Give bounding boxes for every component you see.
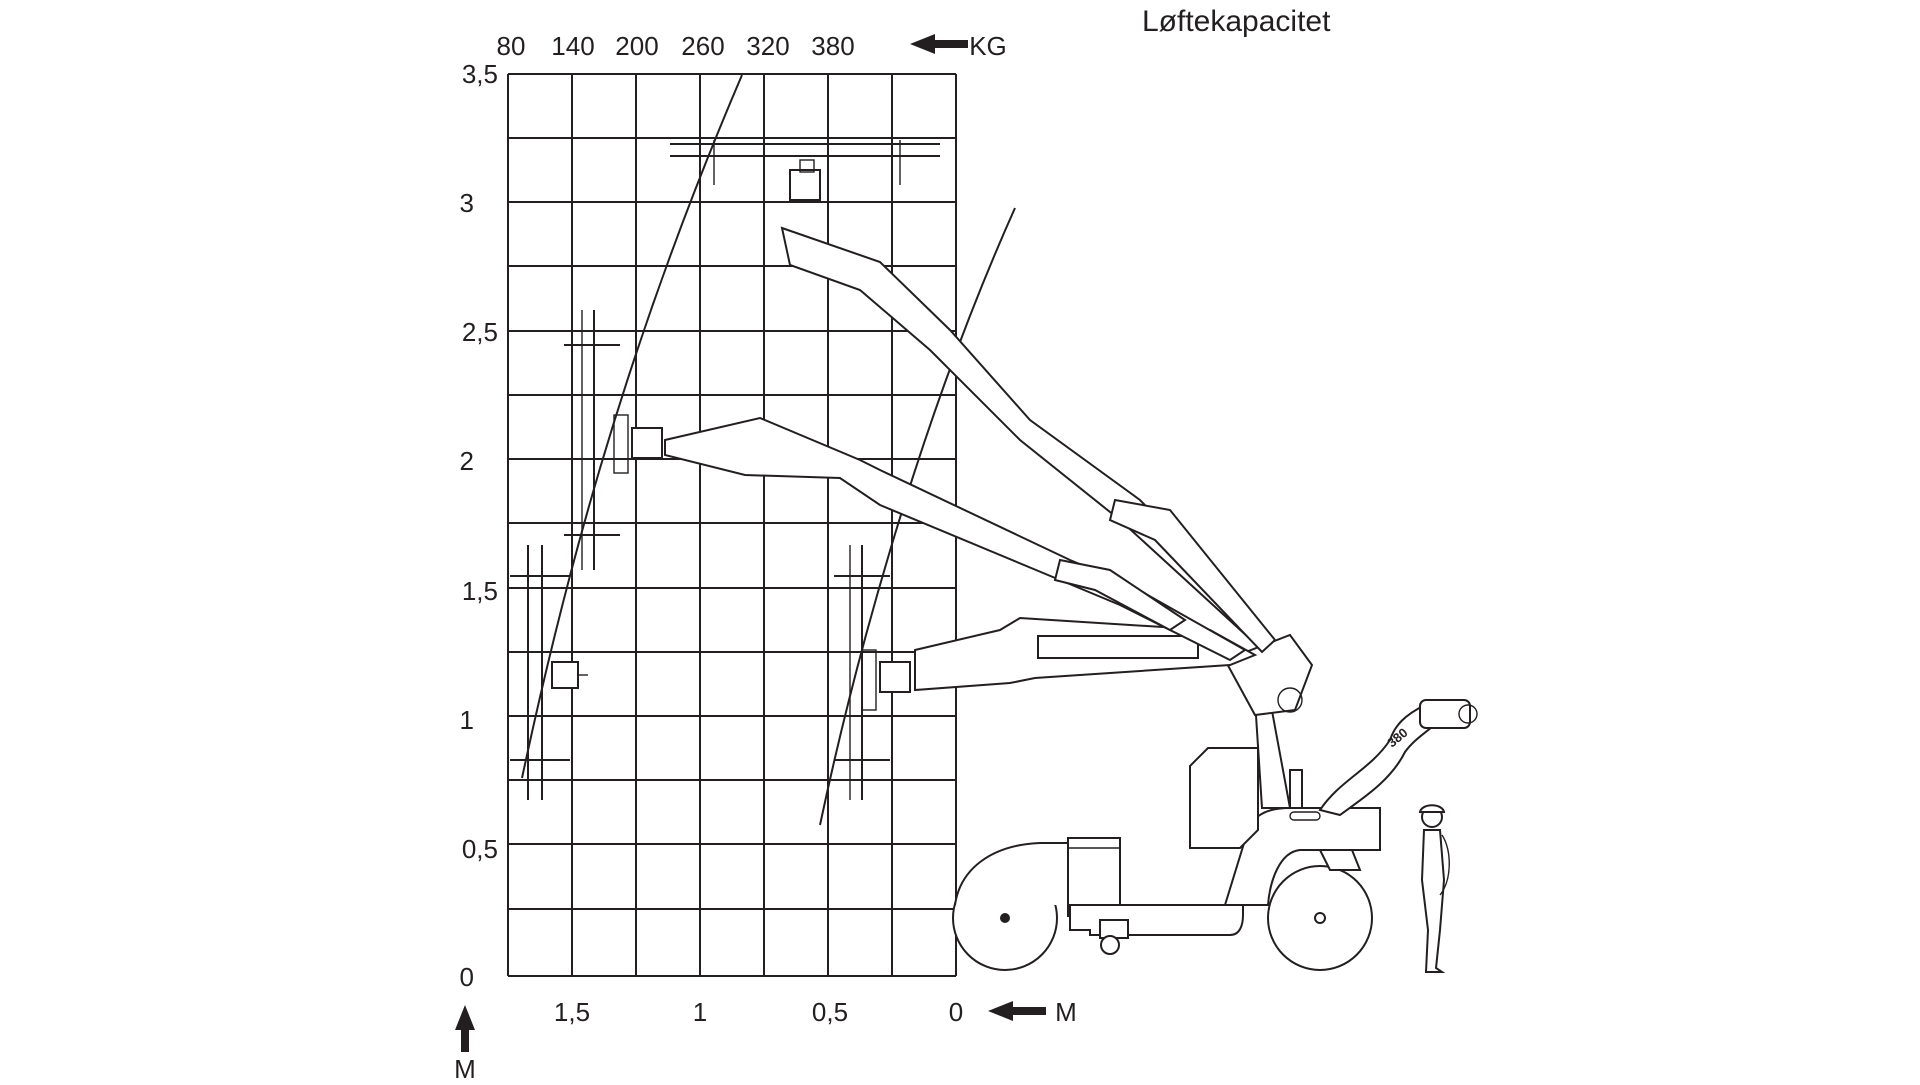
outer-load-limit-curve [521, 74, 743, 779]
reach-tick: 0,5 [812, 997, 848, 1027]
diagram-title: Løftekapacitet [1142, 5, 1331, 38]
capacity-tick: 140 [551, 31, 594, 61]
height-tick: 1 [460, 705, 474, 735]
height-tick: 3,5 [462, 59, 498, 89]
capacity-tick: 80 [497, 31, 526, 61]
arrow-left-icon [988, 1001, 1046, 1021]
height-tick: 2 [460, 446, 474, 476]
reach-axis: 1,5 1 0,5 0 M [554, 997, 1077, 1027]
reach-tick: 0 [949, 997, 963, 1027]
arrow-up-icon [455, 1005, 475, 1052]
capacity-unit: KG [969, 31, 1007, 61]
height-tick: 1,5 [462, 576, 498, 606]
reach-height-grid [507, 73, 957, 977]
reach-tick: 1 [693, 997, 707, 1027]
inner-load-limit-curve [819, 207, 1016, 826]
height-tick: 3 [460, 188, 474, 218]
capacity-tick: 320 [746, 31, 789, 61]
height-tick: 2,5 [462, 317, 498, 347]
reach-tick: 1,5 [554, 997, 590, 1027]
height-tick: 0 [460, 962, 474, 992]
capacity-tick: 200 [615, 31, 658, 61]
height-unit: M [454, 1054, 476, 1080]
capacity-tick: 260 [681, 31, 724, 61]
capacity-axis: 80 140 200 260 320 380 KG [497, 31, 1007, 61]
height-tick: 0,5 [462, 834, 498, 864]
reach-unit: M [1055, 997, 1077, 1027]
glass-lifter-illustration: 380 [510, 140, 1478, 973]
arrow-left-icon [910, 34, 968, 54]
person-scale-figure [1418, 804, 1450, 973]
capacity-tick: 380 [811, 31, 854, 61]
height-axis: 0 0,5 1 1,5 2 2,5 3 3,5 [460, 59, 498, 992]
